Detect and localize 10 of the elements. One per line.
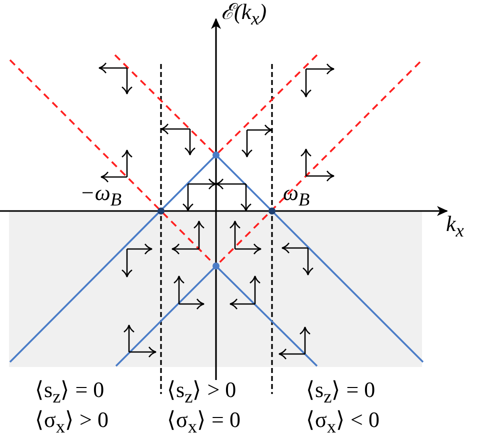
region-label: ⟨s$_{z}$⟩ > 0 (167, 380, 236, 406)
region-label: ⟨s$_{z}$⟩ = 0 (306, 380, 376, 406)
region-label: ⟨σ$_{x}$⟩ = 0 (167, 410, 240, 436)
region-label: ⟨s$_{z}$⟩ = 0 (35, 380, 104, 406)
point-label: ω$_{B}$ (283, 183, 310, 210)
point-label: −ω$_{B}$ (80, 183, 122, 210)
region-label: ⟨σ$_{x}$⟩ < 0 (306, 410, 380, 436)
region-label: ⟨σ$_{x}$⟩ > 0 (35, 410, 108, 436)
axis-label: k$_{x}$ (446, 214, 464, 240)
axis-label: ℰ(k$_{x}$) (221, 2, 267, 28)
